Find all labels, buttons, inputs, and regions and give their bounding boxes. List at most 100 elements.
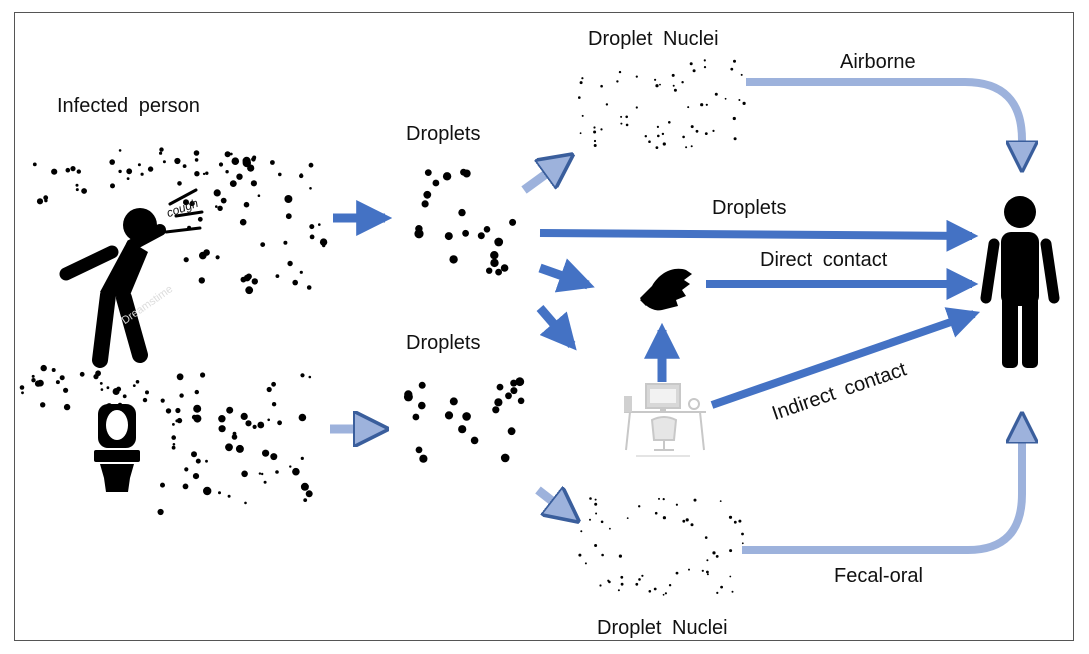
- droplet-dot: [687, 106, 690, 109]
- droplet-dot: [183, 257, 189, 263]
- droplet-dot: [600, 520, 604, 524]
- droplet-dot: [496, 383, 504, 391]
- droplet-dot: [653, 587, 657, 591]
- arrow-desk-to-person: [710, 307, 981, 409]
- droplets-cluster-top: [414, 168, 517, 276]
- droplet-dot: [720, 585, 723, 589]
- droplet-dot: [109, 159, 115, 165]
- droplet-dot: [243, 201, 250, 208]
- droplet-dot: [75, 188, 79, 192]
- droplet-dot: [600, 84, 603, 88]
- droplet-dot: [704, 536, 708, 539]
- droplet-dot: [110, 183, 115, 189]
- droplet-dot: [225, 170, 229, 174]
- droplet-dot: [193, 404, 202, 413]
- droplet-dot: [258, 472, 262, 475]
- droplet-dot: [492, 406, 500, 414]
- hand-icon: [640, 268, 692, 311]
- droplet-dot: [638, 578, 641, 581]
- droplet-dot: [309, 187, 312, 190]
- droplet-dot: [195, 458, 201, 464]
- droplet-dot: [31, 378, 36, 383]
- droplet-dot: [695, 129, 699, 133]
- droplet-dot: [202, 172, 206, 176]
- droplet-dot: [260, 242, 266, 248]
- droplet-dot: [75, 183, 79, 187]
- droplet-dot: [194, 171, 200, 177]
- droplet-dot: [270, 160, 275, 165]
- label-infected-person: Infected person: [57, 95, 200, 117]
- label-droplets-route: Droplets: [712, 197, 787, 219]
- droplet-dot: [266, 386, 272, 393]
- droplet-dot: [618, 554, 623, 558]
- droplet-dot: [244, 501, 247, 505]
- droplet-dot: [198, 277, 205, 284]
- arrow-droplets-to-desk: [536, 305, 577, 351]
- droplet-dot: [608, 580, 611, 584]
- droplet-dot: [21, 391, 24, 395]
- droplet-dot: [740, 73, 743, 76]
- droplet-dot: [594, 502, 598, 506]
- droplet-dot: [184, 467, 189, 472]
- droplet-dot: [59, 375, 65, 381]
- droplet-dot: [51, 168, 58, 175]
- droplet-dot: [252, 424, 257, 429]
- droplet-dot: [424, 169, 432, 177]
- droplet-dot: [458, 425, 467, 434]
- droplet-dot: [609, 527, 611, 530]
- droplet-dot: [194, 158, 199, 162]
- droplet-dot: [171, 445, 176, 450]
- droplet-dot: [44, 198, 48, 203]
- label-direct-contact: Direct contact: [760, 249, 888, 271]
- droplet-dot: [159, 151, 163, 155]
- droplet-dot: [213, 189, 221, 197]
- droplet-dot: [126, 168, 133, 175]
- droplet-dot: [179, 393, 184, 398]
- droplet-dot: [160, 398, 165, 403]
- droplet-dot: [287, 260, 293, 267]
- person-icon: [980, 196, 1060, 368]
- droplet-dot: [299, 173, 304, 179]
- droplet-dot: [309, 224, 315, 230]
- droplet-dot: [245, 420, 252, 427]
- droplet-dot: [675, 503, 679, 506]
- droplet-dot: [432, 179, 440, 187]
- droplet-dot: [308, 375, 312, 379]
- droplet-dot: [240, 412, 248, 420]
- droplet-dot: [703, 66, 707, 69]
- droplet-dot: [648, 590, 652, 593]
- droplet-dot: [215, 205, 218, 208]
- droplet-dot: [263, 480, 267, 484]
- label-fecal-oral: Fecal-oral: [834, 565, 923, 587]
- droplet-dot: [594, 498, 597, 501]
- droplet-dot: [271, 381, 276, 387]
- droplet-dot: [116, 386, 122, 392]
- droplet-dot: [171, 435, 176, 440]
- droplet-dot: [483, 226, 491, 233]
- droplet-dot: [444, 411, 454, 420]
- droplet-dot: [732, 116, 736, 121]
- arrow-droplets-to-nuclei: [521, 158, 568, 194]
- droplet-dot: [644, 135, 647, 138]
- droplet-dot: [126, 177, 130, 181]
- droplet-dot: [625, 115, 628, 119]
- droplet-dot: [175, 407, 181, 414]
- droplet-dot: [620, 582, 624, 586]
- droplet-dot: [486, 267, 493, 274]
- droplet-dot: [584, 562, 587, 565]
- droplet-nuclei-cluster-bottom: [578, 497, 744, 596]
- droplet-dot: [37, 379, 44, 387]
- droplet-dot: [194, 389, 199, 395]
- droplet-dot: [70, 166, 76, 172]
- droplet-dot: [220, 197, 227, 204]
- droplet-dot: [693, 498, 697, 502]
- droplet-dot: [36, 198, 44, 205]
- droplet-dot: [215, 255, 220, 260]
- droplet-dot: [160, 482, 165, 488]
- droplet-dot: [225, 443, 233, 452]
- droplet-dot: [509, 218, 517, 226]
- droplet-dot: [32, 162, 37, 167]
- droplet-dot: [298, 413, 307, 422]
